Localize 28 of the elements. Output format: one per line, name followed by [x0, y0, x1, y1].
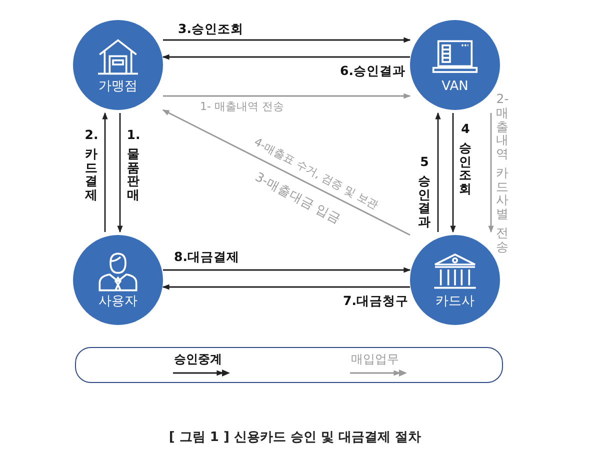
- arrow: [117, 113, 123, 233]
- arrow: [162, 54, 410, 60]
- edge-label: 5 승인결과: [417, 155, 432, 229]
- node-label: 사용자: [98, 294, 138, 310]
- edge-label: 2. 카드결제: [84, 128, 99, 202]
- node-label: 카드사: [436, 294, 474, 310]
- arrow: [450, 113, 456, 233]
- edge-label: 1. 물품판매: [126, 128, 141, 202]
- arrow: [435, 112, 441, 232]
- edge-label: 2-매출내역 카드사별 전송: [495, 92, 510, 254]
- arrow: [163, 93, 411, 99]
- edge-label: 1- 매출내역 전송: [200, 101, 284, 114]
- node-label: 가맹점: [98, 80, 138, 94]
- edge-label: 8.대금결제: [174, 250, 240, 264]
- arrow: [488, 113, 494, 233]
- arrow: [162, 109, 410, 236]
- arrow: [163, 267, 411, 273]
- edge-label: 4 승인조회: [458, 122, 473, 196]
- legend-label: 승인중계: [174, 351, 222, 368]
- arrow: [162, 284, 410, 290]
- edge-label: 7.대금청구: [343, 294, 408, 308]
- arrow: [163, 37, 411, 43]
- legend-label: 매입업무: [351, 351, 399, 368]
- edge-label: 3.승인조회: [178, 22, 244, 36]
- arrow: [102, 112, 108, 232]
- edge-label: 6.승인결과: [340, 64, 406, 78]
- node-label: VAN: [442, 80, 468, 94]
- figure-caption: [ 그림 1 ] 신용카드 승인 및 대금결제 절차: [168, 429, 422, 446]
